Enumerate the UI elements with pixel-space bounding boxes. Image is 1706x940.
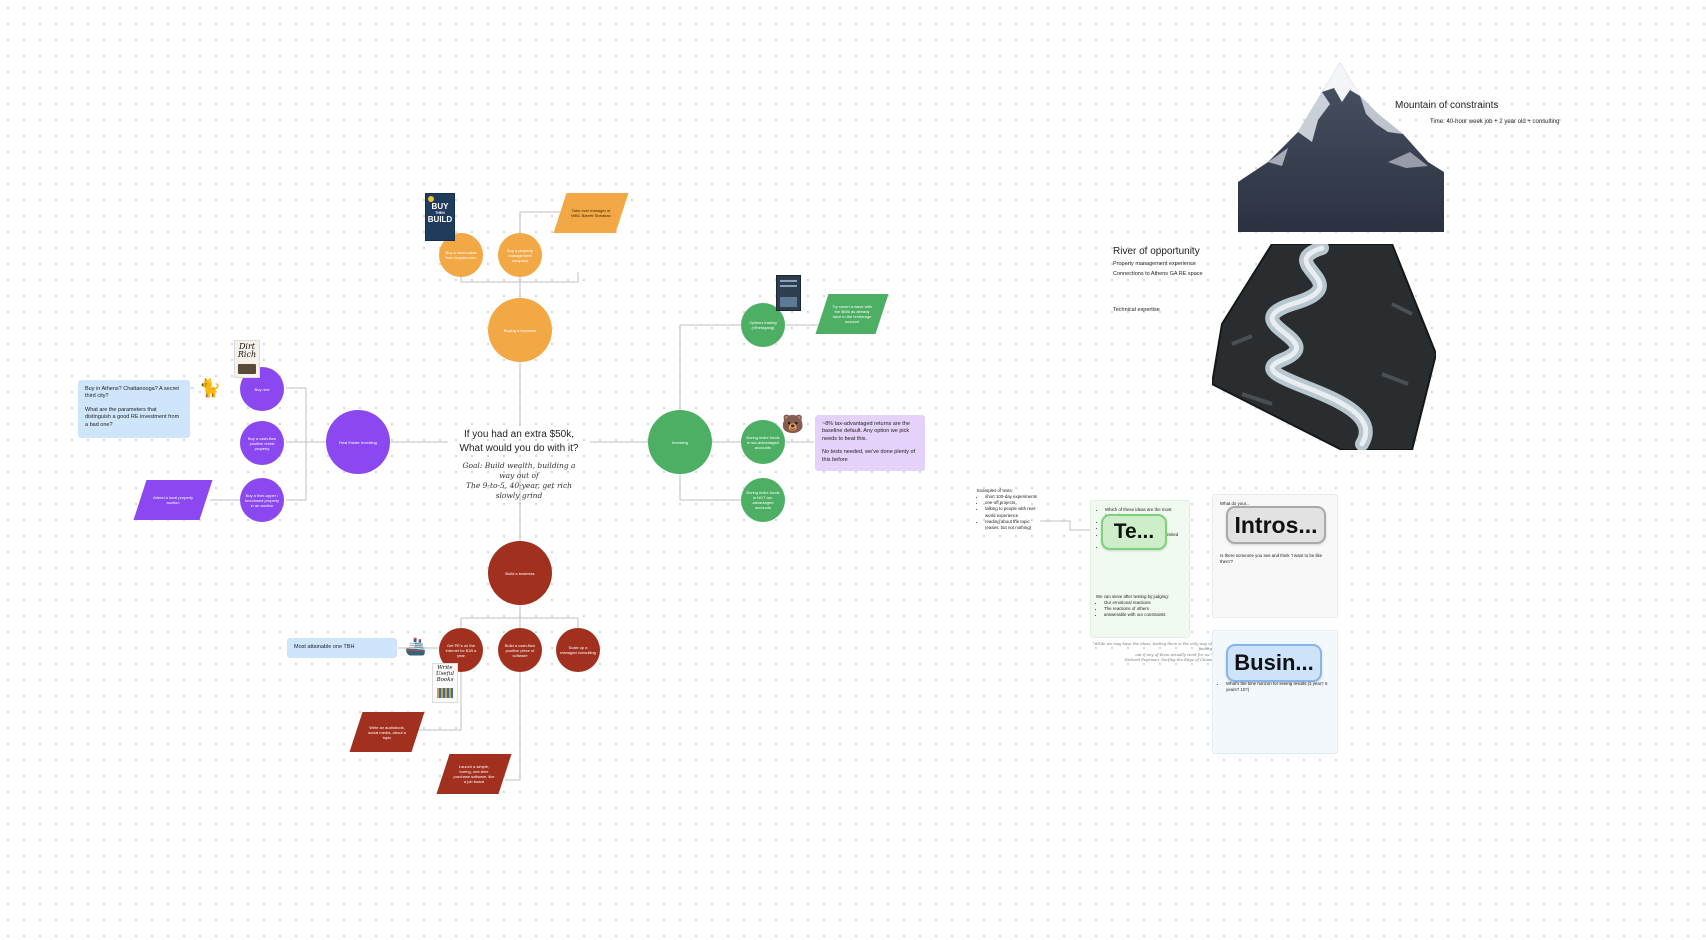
write-audiobook-label: Write an audiobook, social media, about … — [368, 724, 406, 740]
river-title: River of opportunity — [1113, 246, 1200, 257]
index-funds-advantaged-node[interactable]: Boring index funds in tax-advantaged acc… — [741, 420, 785, 464]
business-bullet-item: What's the time horizon for seeing resul… — [1226, 681, 1333, 693]
tests-pill[interactable]: Te... — [1101, 514, 1167, 550]
book-title-bar — [780, 280, 797, 282]
book-line1: Write — [437, 665, 453, 671]
real-estate-note-line2: What are the parameters that distinguish… — [85, 406, 180, 428]
river-line1: Property management experience — [1113, 261, 1196, 267]
river-line3: Technical expertise — [1113, 307, 1160, 313]
takeover-task[interactable]: Take over manager of WBC Barrett Sheahan — [553, 193, 629, 233]
ship-sticker-icon: 🚢 — [405, 637, 427, 656]
managed-consulting-node[interactable]: Scale up a managed consulting — [556, 628, 600, 672]
build-business-hub[interactable]: Build a business — [488, 541, 552, 605]
write-audiobook-task[interactable]: Write an audiobook, social media, about … — [349, 712, 425, 752]
center-goal-line1: Goal: Build wealth, building a — [462, 461, 576, 470]
real-estate-sticky-note[interactable]: Buy in Athens? Chattanooga? A secret thi… — [78, 380, 190, 438]
real-estate-hub[interactable]: Real Estate Investing — [326, 410, 390, 474]
real-estate-note-line1: Buy in Athens? Chattanooga? A secret thi… — [85, 386, 179, 400]
business-bullet-list: What's the time horizon for seeing resul… — [1218, 681, 1333, 693]
book-cover-art — [238, 364, 256, 374]
example-item: one-off projects — [985, 500, 1041, 506]
bear-sticker-icon: 🐻 — [781, 414, 805, 434]
example-item: reading about the topic (easier, but not… — [985, 519, 1041, 531]
attend-auction-task[interactable]: Attend a local property auction — [133, 480, 213, 520]
quote-line2: out if any of them actually work for us.… — [1135, 651, 1212, 657]
cat-sticker-icon: 🐈 — [198, 378, 222, 398]
sort-title: We can sieve after testing by judging: — [1096, 594, 1169, 599]
buying-business-hub[interactable]: Buying a business — [488, 298, 552, 362]
cashflow-software-node[interactable]: Build a cash-flow positive piece of soft… — [498, 628, 542, 672]
launch-software-label: Launch a simple, boring, one-time purcha… — [453, 764, 495, 784]
investing-note-line2: No tests needed, we've done plenty of th… — [822, 449, 916, 463]
examples-bullets: short 100-day experiments one-off projec… — [977, 494, 1041, 531]
intros-question2: Is there someone you see and think 'I wa… — [1220, 553, 1323, 565]
quote-line3: Richard Feynman, Surfing the Edge of Cha… — [1124, 656, 1212, 662]
river-image — [1212, 244, 1436, 450]
business-bullets: What's the time horizon for seeing resul… — [1218, 681, 1333, 693]
book-line3: Books — [436, 676, 454, 683]
investing-note-line1: ~8% tax-advantaged returns are the basel… — [822, 421, 910, 442]
intros-question1: What do your... — [1220, 501, 1250, 506]
mountain-image — [1238, 62, 1444, 232]
tests-sort: We can sieve after testing by judging: O… — [1096, 594, 1188, 619]
center-goal-line4: slowly grind — [495, 491, 543, 501]
options-book-image — [776, 275, 801, 311]
book-line2: THEN — [435, 211, 445, 215]
dirt-rich-title-2: Rich — [237, 349, 257, 359]
book-line2: Useful — [435, 670, 455, 677]
river-line2: Connections to Athens GA RE space — [1113, 271, 1203, 277]
property-management-node[interactable]: Buy a property management company — [498, 233, 542, 277]
sort-item: Our emotional reactions — [1104, 600, 1188, 606]
attend-auction-label: Attend a local property auction — [152, 495, 194, 505]
buy-then-build-book-image: BUY THEN BUILD — [425, 193, 455, 241]
book-line3: BUILD — [427, 214, 453, 224]
book-cover-art — [780, 297, 797, 307]
mountain-subtitle: Time: 40-hour week job + 2 year old + co… — [1430, 119, 1560, 125]
fixer-upper-node[interactable]: Buy a fixer-upper / foreclosed property … — [240, 478, 284, 522]
center-goal-line2: way out of — [499, 471, 539, 481]
takeover-label: Take over manager of WBC Barrett Sheahan — [571, 208, 611, 218]
index-funds-nontax-node[interactable]: Boring index funds in NOT tax-advantaged… — [741, 478, 785, 522]
examples-title: Examples of tests: — [977, 488, 1013, 493]
book-cover-art — [437, 688, 453, 698]
example-item: short 100-day experiments — [985, 494, 1041, 500]
tests-quote: "While we may have the ideas, testing th… — [1092, 641, 1212, 662]
mountain-title: Mountain of constraints — [1395, 100, 1499, 111]
book-title-bar — [780, 285, 797, 287]
dirt-rich-title-1: Dirt — [238, 342, 255, 351]
test-examples-list: Examples of tests: short 100-day experim… — [977, 488, 1041, 531]
center-title-line2: What would you do with it? — [459, 443, 579, 454]
sort-item: The reactions of others — [1104, 606, 1188, 612]
investing-hub[interactable]: Investing — [648, 410, 712, 474]
center-title-line1: If you had an extra $50k, — [463, 429, 575, 440]
example-item: talking to people with real-world experi… — [985, 506, 1041, 518]
cashflow-rental-node[interactable]: Buy a cash-flow positive rental property — [240, 421, 284, 465]
options-task-label: Try covert a wave with the $50k as alrea… — [832, 304, 872, 324]
write-useful-books-image: Write Useful Books — [432, 663, 458, 703]
intros-pill[interactable]: Intros... — [1226, 506, 1326, 544]
book-line1: BUY — [431, 202, 449, 211]
build-note-text: Most attainable one TBH — [294, 644, 355, 651]
investing-sticky-note[interactable]: ~8% tax-advantaged returns are the basel… — [815, 415, 925, 471]
launch-software-task[interactable]: Launch a simple, boring, one-time purcha… — [436, 754, 512, 794]
sort-item: answerable with our constraints — [1104, 612, 1188, 618]
build-sticky-note[interactable]: Most attainable one TBH — [287, 638, 397, 658]
options-task[interactable]: Try covert a wave with the $50k as alrea… — [815, 294, 889, 334]
book-badge-icon — [428, 196, 434, 202]
center-question[interactable]: If you had an extra $50k, What would you… — [448, 428, 590, 502]
quote-line1: "While we may have the ideas, testing th… — [1092, 641, 1212, 652]
sort-bullets: Our emotional reactions The reactions of… — [1096, 600, 1188, 618]
business-pill[interactable]: Busin... — [1226, 644, 1322, 682]
center-goal-line3: The 9-to-5, 40-year, get rich — [466, 481, 572, 491]
dirt-rich-book-image: Dirt Rich — [234, 340, 260, 378]
